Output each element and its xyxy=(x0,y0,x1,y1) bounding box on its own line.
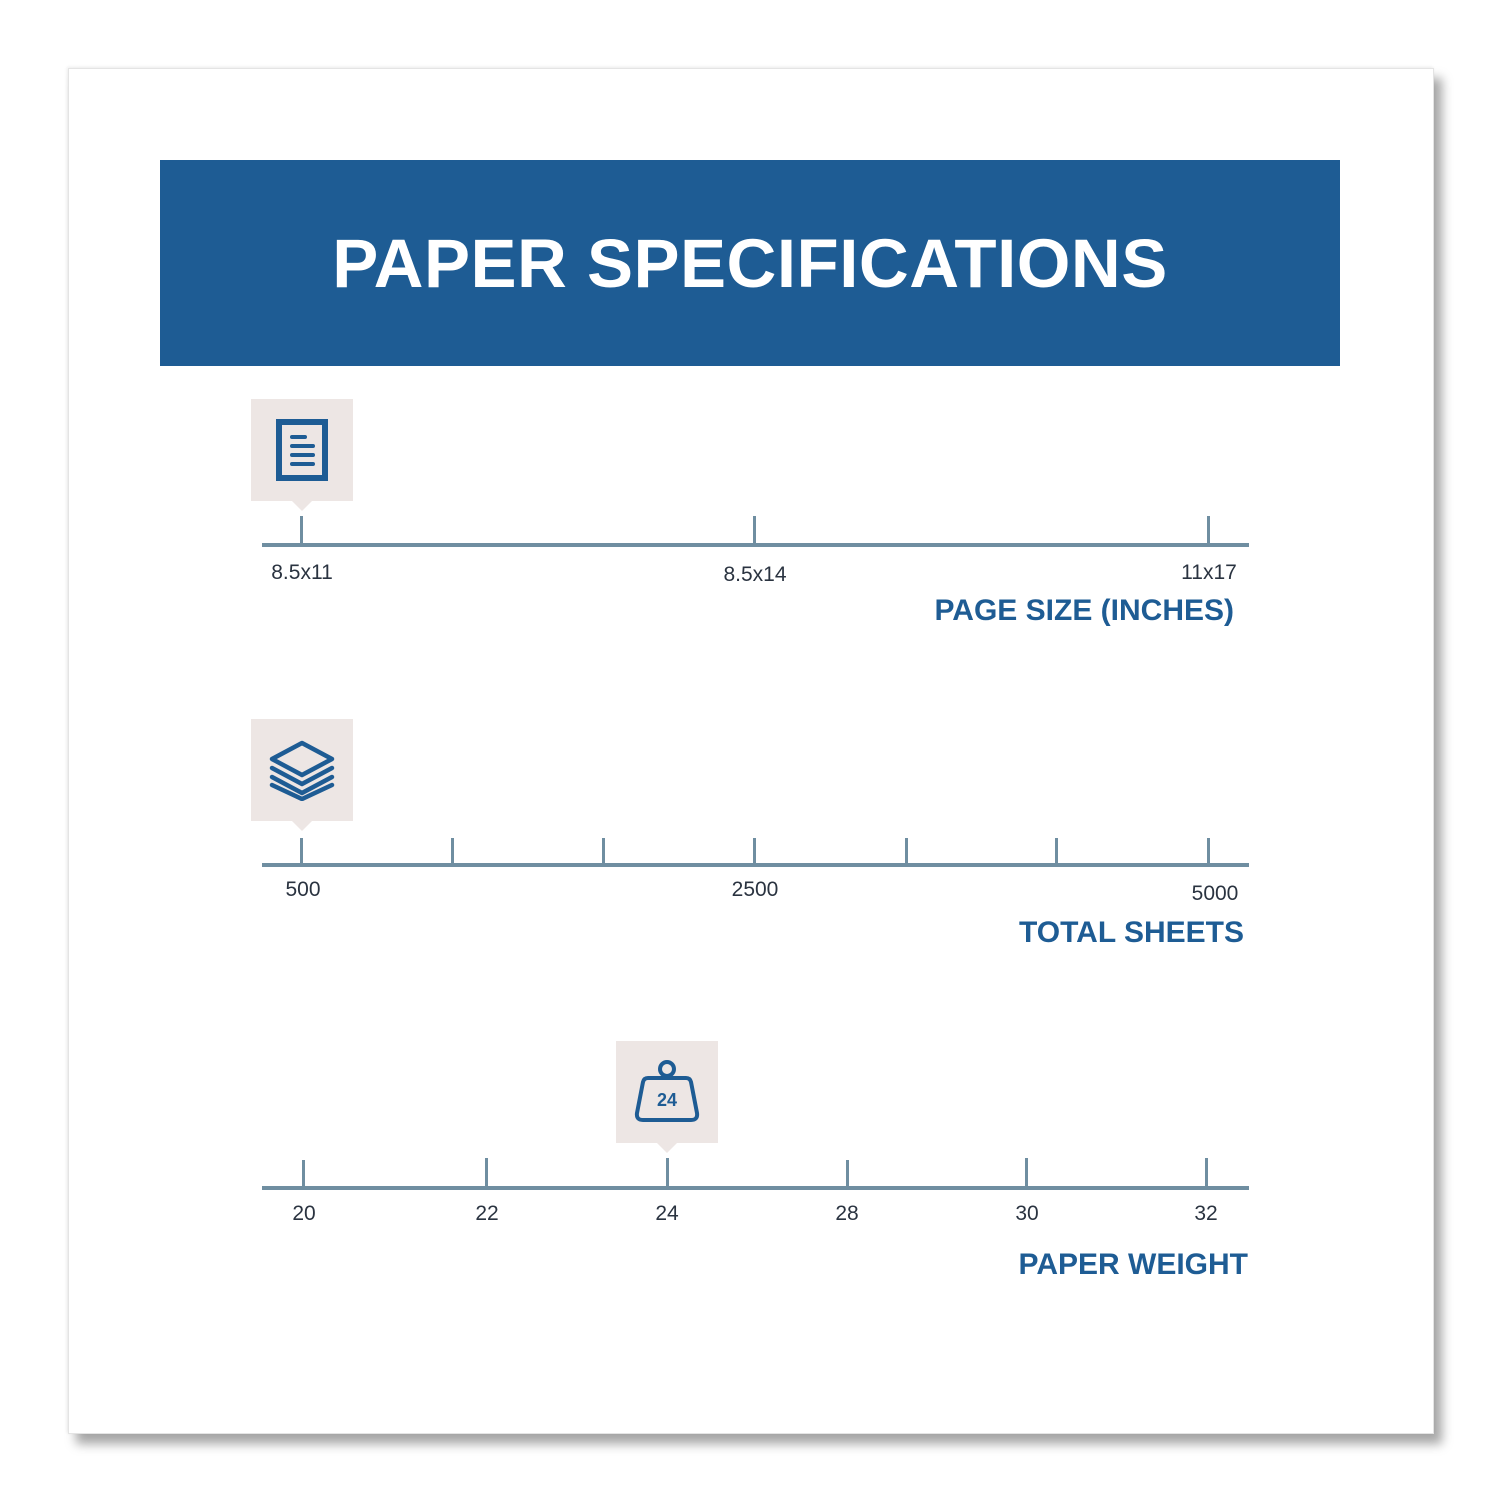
header-banner: PAPER SPECIFICATIONS xyxy=(160,160,1340,366)
page-title: PAPER SPECIFICATIONS xyxy=(332,224,1168,302)
